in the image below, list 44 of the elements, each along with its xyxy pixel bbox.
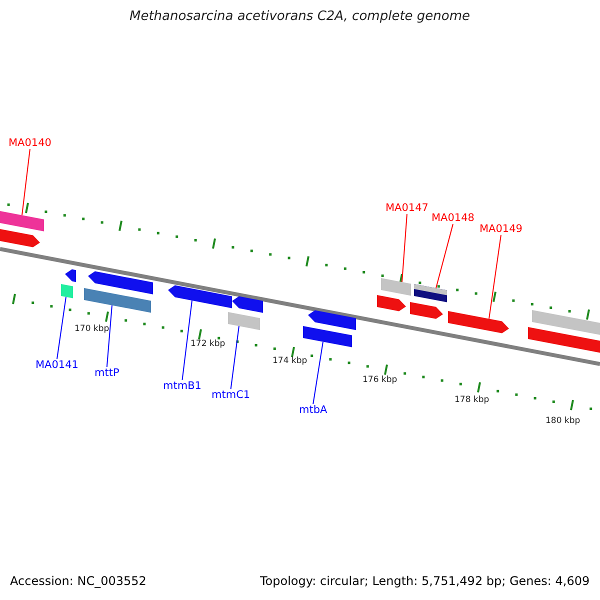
gene-box — [61, 284, 73, 298]
gene-feature — [65, 269, 76, 282]
gene-box — [0, 211, 44, 232]
gene-label: MA0140 — [8, 137, 52, 150]
gene-feature — [232, 296, 263, 313]
gene-label: mtmC1 — [212, 389, 250, 402]
leader-line — [106, 304, 112, 368]
gene-feature — [410, 302, 443, 319]
scale-label: 174 kbp — [272, 357, 308, 367]
gene-bar — [84, 288, 151, 313]
leader-line — [56, 296, 66, 360]
leader-line — [488, 234, 502, 320]
leader-line — [312, 341, 324, 404]
gene-feature — [88, 271, 153, 294]
gene-feature — [308, 310, 356, 330]
gene-label: MA0148 — [432, 212, 474, 224]
leader-line — [182, 300, 192, 380]
leader-line — [22, 148, 30, 216]
accession-text: Accession: NC_003552 — [10, 575, 146, 589]
title: Methanosarcina acetivorans C2A, complete genome — [130, 10, 470, 25]
leader-line — [402, 214, 408, 282]
gene-feature — [0, 229, 40, 248]
leader-line — [230, 326, 240, 390]
gene-box — [228, 312, 260, 330]
gene-label: mttP — [94, 367, 120, 380]
scale-label: 180 kbp — [546, 417, 580, 427]
gene-label: mtbA — [299, 404, 328, 416]
gene-box — [381, 278, 411, 296]
gene-box — [414, 284, 447, 302]
gene-feature — [528, 327, 600, 354]
scale-label: 172 kbp — [190, 340, 226, 350]
scale-label: 170 kbp — [74, 325, 110, 335]
scale-label: 176 kbp — [362, 376, 398, 386]
gene-box — [532, 310, 600, 335]
genome-stats-text: Topology: circular; Length: 5,751,492 bp; Genes: 4,609 — [260, 575, 590, 589]
gene-label: mtmB1 — [163, 380, 202, 392]
leader-line — [436, 224, 454, 289]
gene-label: MA0149 — [480, 223, 522, 236]
gene-box — [303, 326, 352, 348]
gene-feature — [448, 311, 509, 334]
scale-label: 178 kbp — [454, 396, 490, 406]
gene-label: MA0141 — [36, 359, 78, 372]
gene-label: MA0147 — [386, 202, 428, 214]
gene-feature — [377, 295, 406, 312]
